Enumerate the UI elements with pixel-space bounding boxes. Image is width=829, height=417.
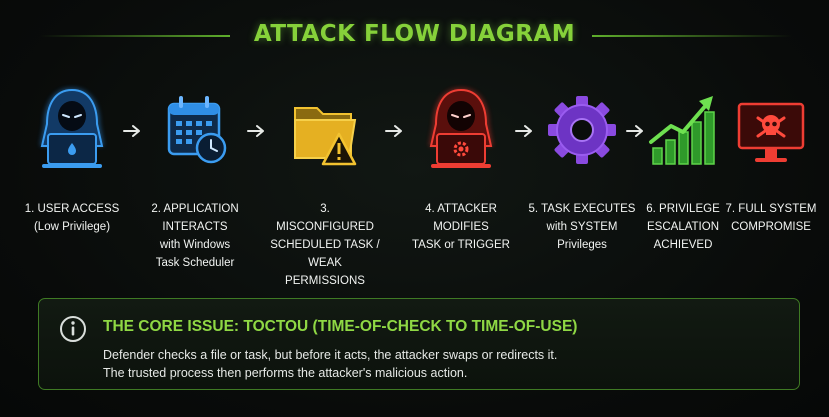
skull-monitor-icon [737,102,805,162]
gear-icon [548,96,616,164]
folder-warning-icon [294,107,357,166]
title-row: ATTACK FLOW DIAGRAM [0,18,829,52]
callout-text-line-2: The trusted process then performs the at… [103,366,468,380]
step-label: 2. APPLICATION INTERACTS with Windows Ta… [151,203,239,269]
step-label: 6. PRIVILEGE ESCALATION ACHIEVED [646,203,720,251]
title-divider-right [592,35,792,37]
diagram-title: ATTACK FLOW DIAGRAM [253,21,576,47]
flow-arrow-icon [247,125,264,137]
hooded-hacker-laptop-icon [40,88,104,168]
step-task-executes: 5. TASK EXECUTES with SYSTEM Privileges [527,84,637,284]
callout-text-line-1: Defender checks a file or task, but befo… [103,348,558,362]
flow-arrow-icon [123,125,140,137]
core-issue-callout: THE CORE ISSUE: TOCTOU (TIME-OF-CHECK TO… [38,298,800,390]
step-label: 7. FULL SYSTEM COMPROMISE [725,203,817,233]
step-label: 3. MISCONFIGURED SCHEDULED TASK / WEAK P… [270,203,380,287]
hacker-gear-laptop-icon [429,88,493,168]
step-misconfigured-task: 3. MISCONFIGURED SCHEDULED TASK / WEAK P… [270,84,380,287]
info-icon [60,316,86,342]
rising-bar-chart-icon [649,96,715,165]
flow-arrow-icon [626,125,643,137]
callout-title: THE CORE ISSUE: TOCTOU (TIME-OF-CHECK TO… [103,318,578,335]
flow-arrow-icon [515,125,532,137]
step-full-compromise: 7. FULL SYSTEM COMPROMISE [716,84,826,284]
step-label: 4. ATTACKER MODIFIES TASK or TRIGGER [412,203,510,251]
step-attacker-modifies: 4. ATTACKER MODIFIES TASK or TRIGGER [406,84,516,284]
flow-arrow-icon [385,125,402,137]
step-application-interacts: 2. APPLICATION INTERACTS with Windows Ta… [140,84,250,284]
step-label: 1. USER ACCESS (Low Privilege) [24,203,120,233]
title-divider-left [40,35,230,37]
step-privilege-escalation: 6. PRIVILEGE ESCALATION ACHIEVED [628,84,738,284]
step-label: 5. TASK EXECUTES with SYSTEM Privileges [528,203,636,251]
step-user-access: 1. USER ACCESS (Low Privilege) [17,84,127,284]
calendar-clock-icon [167,96,227,164]
